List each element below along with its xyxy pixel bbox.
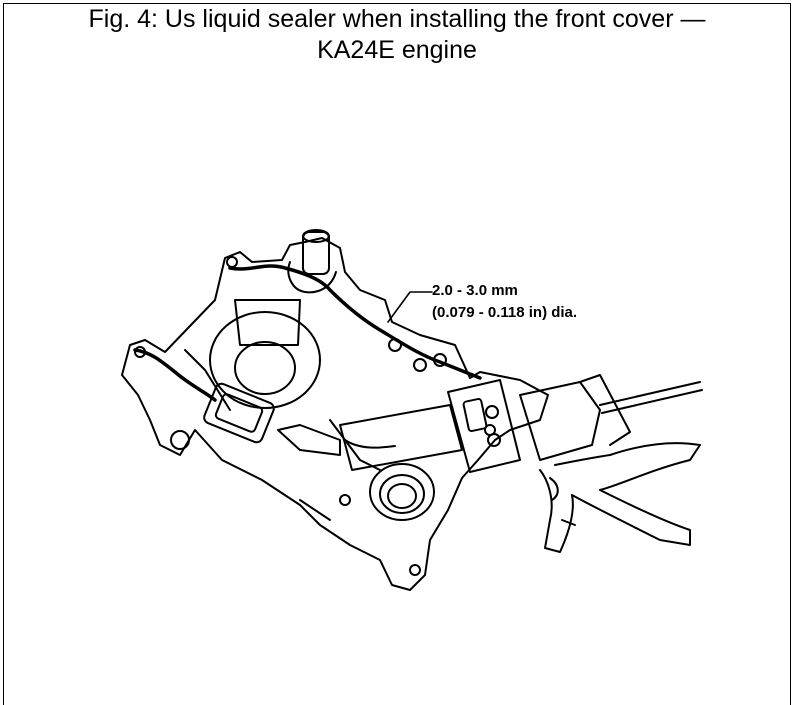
sealer-tube <box>339 404 463 471</box>
pump-housing <box>209 311 321 409</box>
callout-mm: 2.0 - 3.0 mm <box>432 282 518 299</box>
front-cover-outline <box>121 237 549 591</box>
shaft-boss <box>302 231 330 275</box>
hand <box>539 442 701 553</box>
figure-frame <box>3 3 791 705</box>
caption-line-1: Fig. 4: Us liquid sealer when installing… <box>88 5 706 33</box>
figure-caption: Fig. 4: Us liquid sealer when installing… <box>4 4 790 66</box>
applicator-gun <box>447 379 521 473</box>
callout-inch: (0.079 - 0.118 in) dia. <box>432 304 578 321</box>
left-boss <box>203 382 275 444</box>
sealer-size-callout: 2.0 - 3.0 mm (0.079 - 0.118 in) dia. <box>432 280 577 324</box>
front-cover-illustration <box>121 229 703 591</box>
plunger-rod <box>599 381 701 406</box>
sealer-bead <box>228 264 482 380</box>
callout-leader <box>387 291 433 323</box>
oil-seal-bore <box>369 463 435 521</box>
sealer-bead-left <box>133 348 217 402</box>
sealer-nozzle <box>277 424 341 456</box>
caption-line-2: KA24E engine <box>317 36 477 64</box>
